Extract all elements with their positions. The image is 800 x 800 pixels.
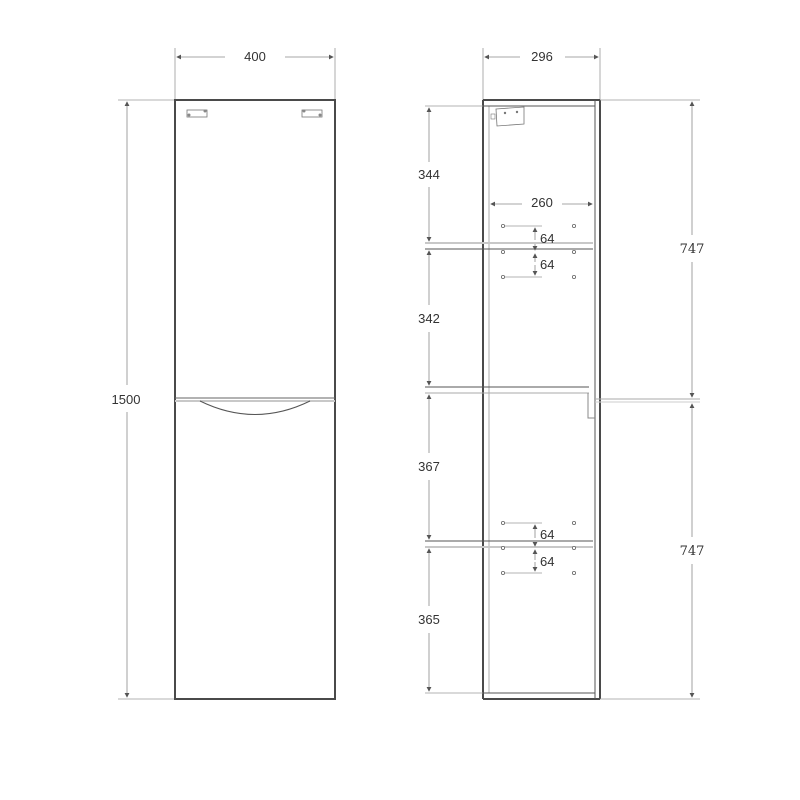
- section-height-4: 365: [418, 612, 440, 627]
- side-view: 296 260: [418, 48, 705, 700]
- side-depth-dimension: 296: [482, 48, 601, 100]
- hole-spacing-lower-1: 64: [540, 527, 554, 542]
- half-height-upper: 747: [680, 242, 705, 257]
- inner-width-dimension: 260: [490, 195, 593, 210]
- hole-spacing-lower-2: 64: [540, 554, 554, 569]
- section-height-2: 342: [418, 311, 440, 326]
- side-depth-label: 296: [531, 49, 553, 64]
- cabinet-front-outline: [174, 99, 336, 700]
- section-height-dimensions: 344 342 367 365: [418, 105, 483, 694]
- front-height-dimension: 1500: [112, 99, 175, 700]
- inner-width-label: 260: [531, 195, 553, 210]
- hole-spacing-upper-2: 64: [540, 257, 554, 272]
- front-width-label: 400: [244, 49, 266, 64]
- hole-spacing-upper-1: 64: [540, 231, 554, 246]
- half-height-lower: 747: [680, 544, 705, 559]
- mounting-bracket-right: [301, 109, 323, 118]
- cabinet-side-outline: [482, 99, 601, 700]
- lower-shelf: 64 64: [425, 521, 593, 576]
- section-height-1: 344: [418, 167, 440, 182]
- half-height-dimensions: 747 747: [600, 99, 705, 700]
- section-height-3: 367: [418, 459, 440, 474]
- door-split-handle: [175, 397, 335, 415]
- upper-shelf: 64 64: [425, 223, 593, 279]
- front-view: 400 1500: [112, 48, 336, 700]
- front-width-dimension: 400: [174, 48, 336, 100]
- middle-divider: [425, 386, 700, 419]
- mounting-bracket-left: [186, 109, 208, 118]
- front-height-label: 1500: [112, 392, 141, 407]
- hanging-bracket: [490, 106, 525, 127]
